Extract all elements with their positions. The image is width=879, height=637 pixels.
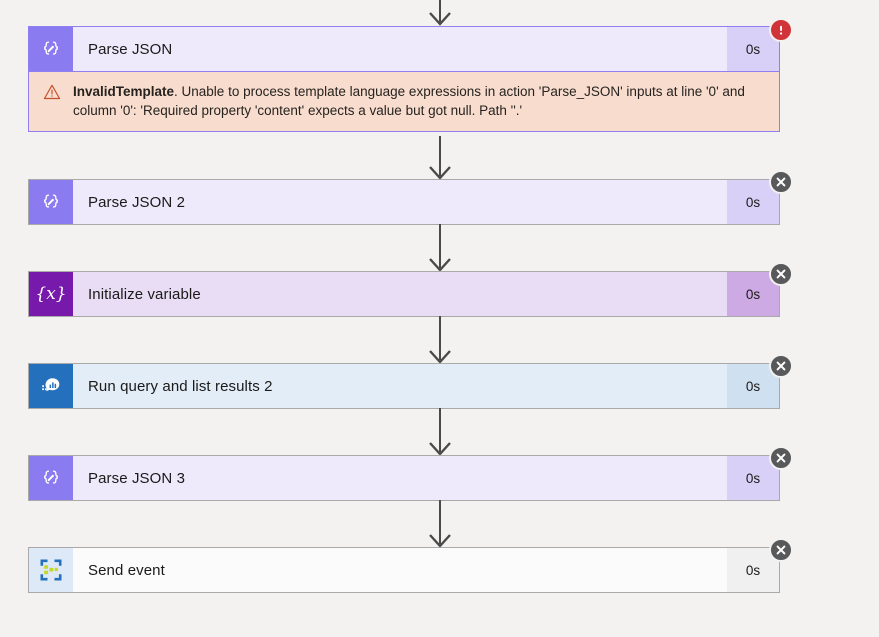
action-title: Run query and list results 2	[73, 364, 727, 408]
action-title: Initialize variable	[73, 272, 727, 316]
action-duration: 0s	[727, 27, 779, 71]
warning-triangle-icon	[43, 82, 65, 106]
status-badge-skipped-parse-json-2[interactable]	[769, 170, 793, 194]
status-badge-skipped-send-event[interactable]	[769, 538, 793, 562]
connector-1	[0, 136, 879, 180]
action-header-row[interactable]: Parse JSON 3 0s	[29, 456, 779, 500]
action-card-parse-json[interactable]: Parse JSON 0s InvalidTemplate. Unable to…	[28, 26, 780, 132]
action-error-text: InvalidTemplate. Unable to process templ…	[65, 82, 767, 120]
action-header-row[interactable]: Parse JSON 2 0s	[29, 180, 779, 224]
action-card-send-event[interactable]: Send event 0s	[28, 547, 780, 593]
skipped-x-icon	[776, 361, 786, 371]
status-badge-skipped-run-query[interactable]	[769, 354, 793, 378]
json-braces-icon	[29, 27, 73, 71]
action-title: Parse JSON 2	[73, 180, 727, 224]
action-header-row[interactable]: {x} Initialize variable 0s	[29, 272, 779, 316]
action-title: Send event	[73, 548, 727, 592]
action-card-parse-json-2[interactable]: Parse JSON 2 0s	[28, 179, 780, 225]
skipped-x-icon	[776, 545, 786, 555]
action-header-row[interactable]: Run query and list results 2 0s	[29, 364, 779, 408]
action-header-row[interactable]: Send event 0s	[29, 548, 779, 592]
skipped-x-icon	[776, 453, 786, 463]
connector-4	[0, 408, 879, 456]
skipped-x-icon	[776, 177, 786, 187]
action-title: Parse JSON	[73, 27, 727, 71]
connector-2	[0, 224, 879, 272]
status-badge-failed-parse-json[interactable]	[769, 18, 793, 42]
skipped-x-icon	[776, 269, 786, 279]
action-card-parse-json-3[interactable]: Parse JSON 3 0s	[28, 455, 780, 501]
action-card-run-query-and-list-results-2[interactable]: Run query and list results 2 0s	[28, 363, 780, 409]
json-braces-icon	[29, 180, 73, 224]
variable-braces-icon: {x}	[29, 272, 73, 316]
connector-5	[0, 500, 879, 548]
azure-monitor-logs-icon	[29, 364, 73, 408]
error-message: . Unable to process template language ex…	[73, 84, 745, 118]
status-badge-skipped-initialize-variable[interactable]	[769, 262, 793, 286]
status-badge-skipped-parse-json-3[interactable]	[769, 446, 793, 470]
action-title: Parse JSON 3	[73, 456, 727, 500]
action-duration: 0s	[727, 272, 779, 316]
action-header-row[interactable]: Parse JSON 0s	[29, 27, 779, 71]
action-error-banner: InvalidTemplate. Unable to process templ…	[29, 71, 779, 131]
error-exclamation-icon	[779, 25, 783, 35]
action-card-initialize-variable[interactable]: {x} Initialize variable 0s	[28, 271, 780, 317]
connector-top	[0, 0, 879, 26]
connector-3	[0, 316, 879, 364]
variable-glyph: {x}	[35, 283, 67, 304]
event-hubs-icon	[29, 548, 73, 592]
error-code: InvalidTemplate	[73, 84, 175, 99]
json-braces-icon	[29, 456, 73, 500]
